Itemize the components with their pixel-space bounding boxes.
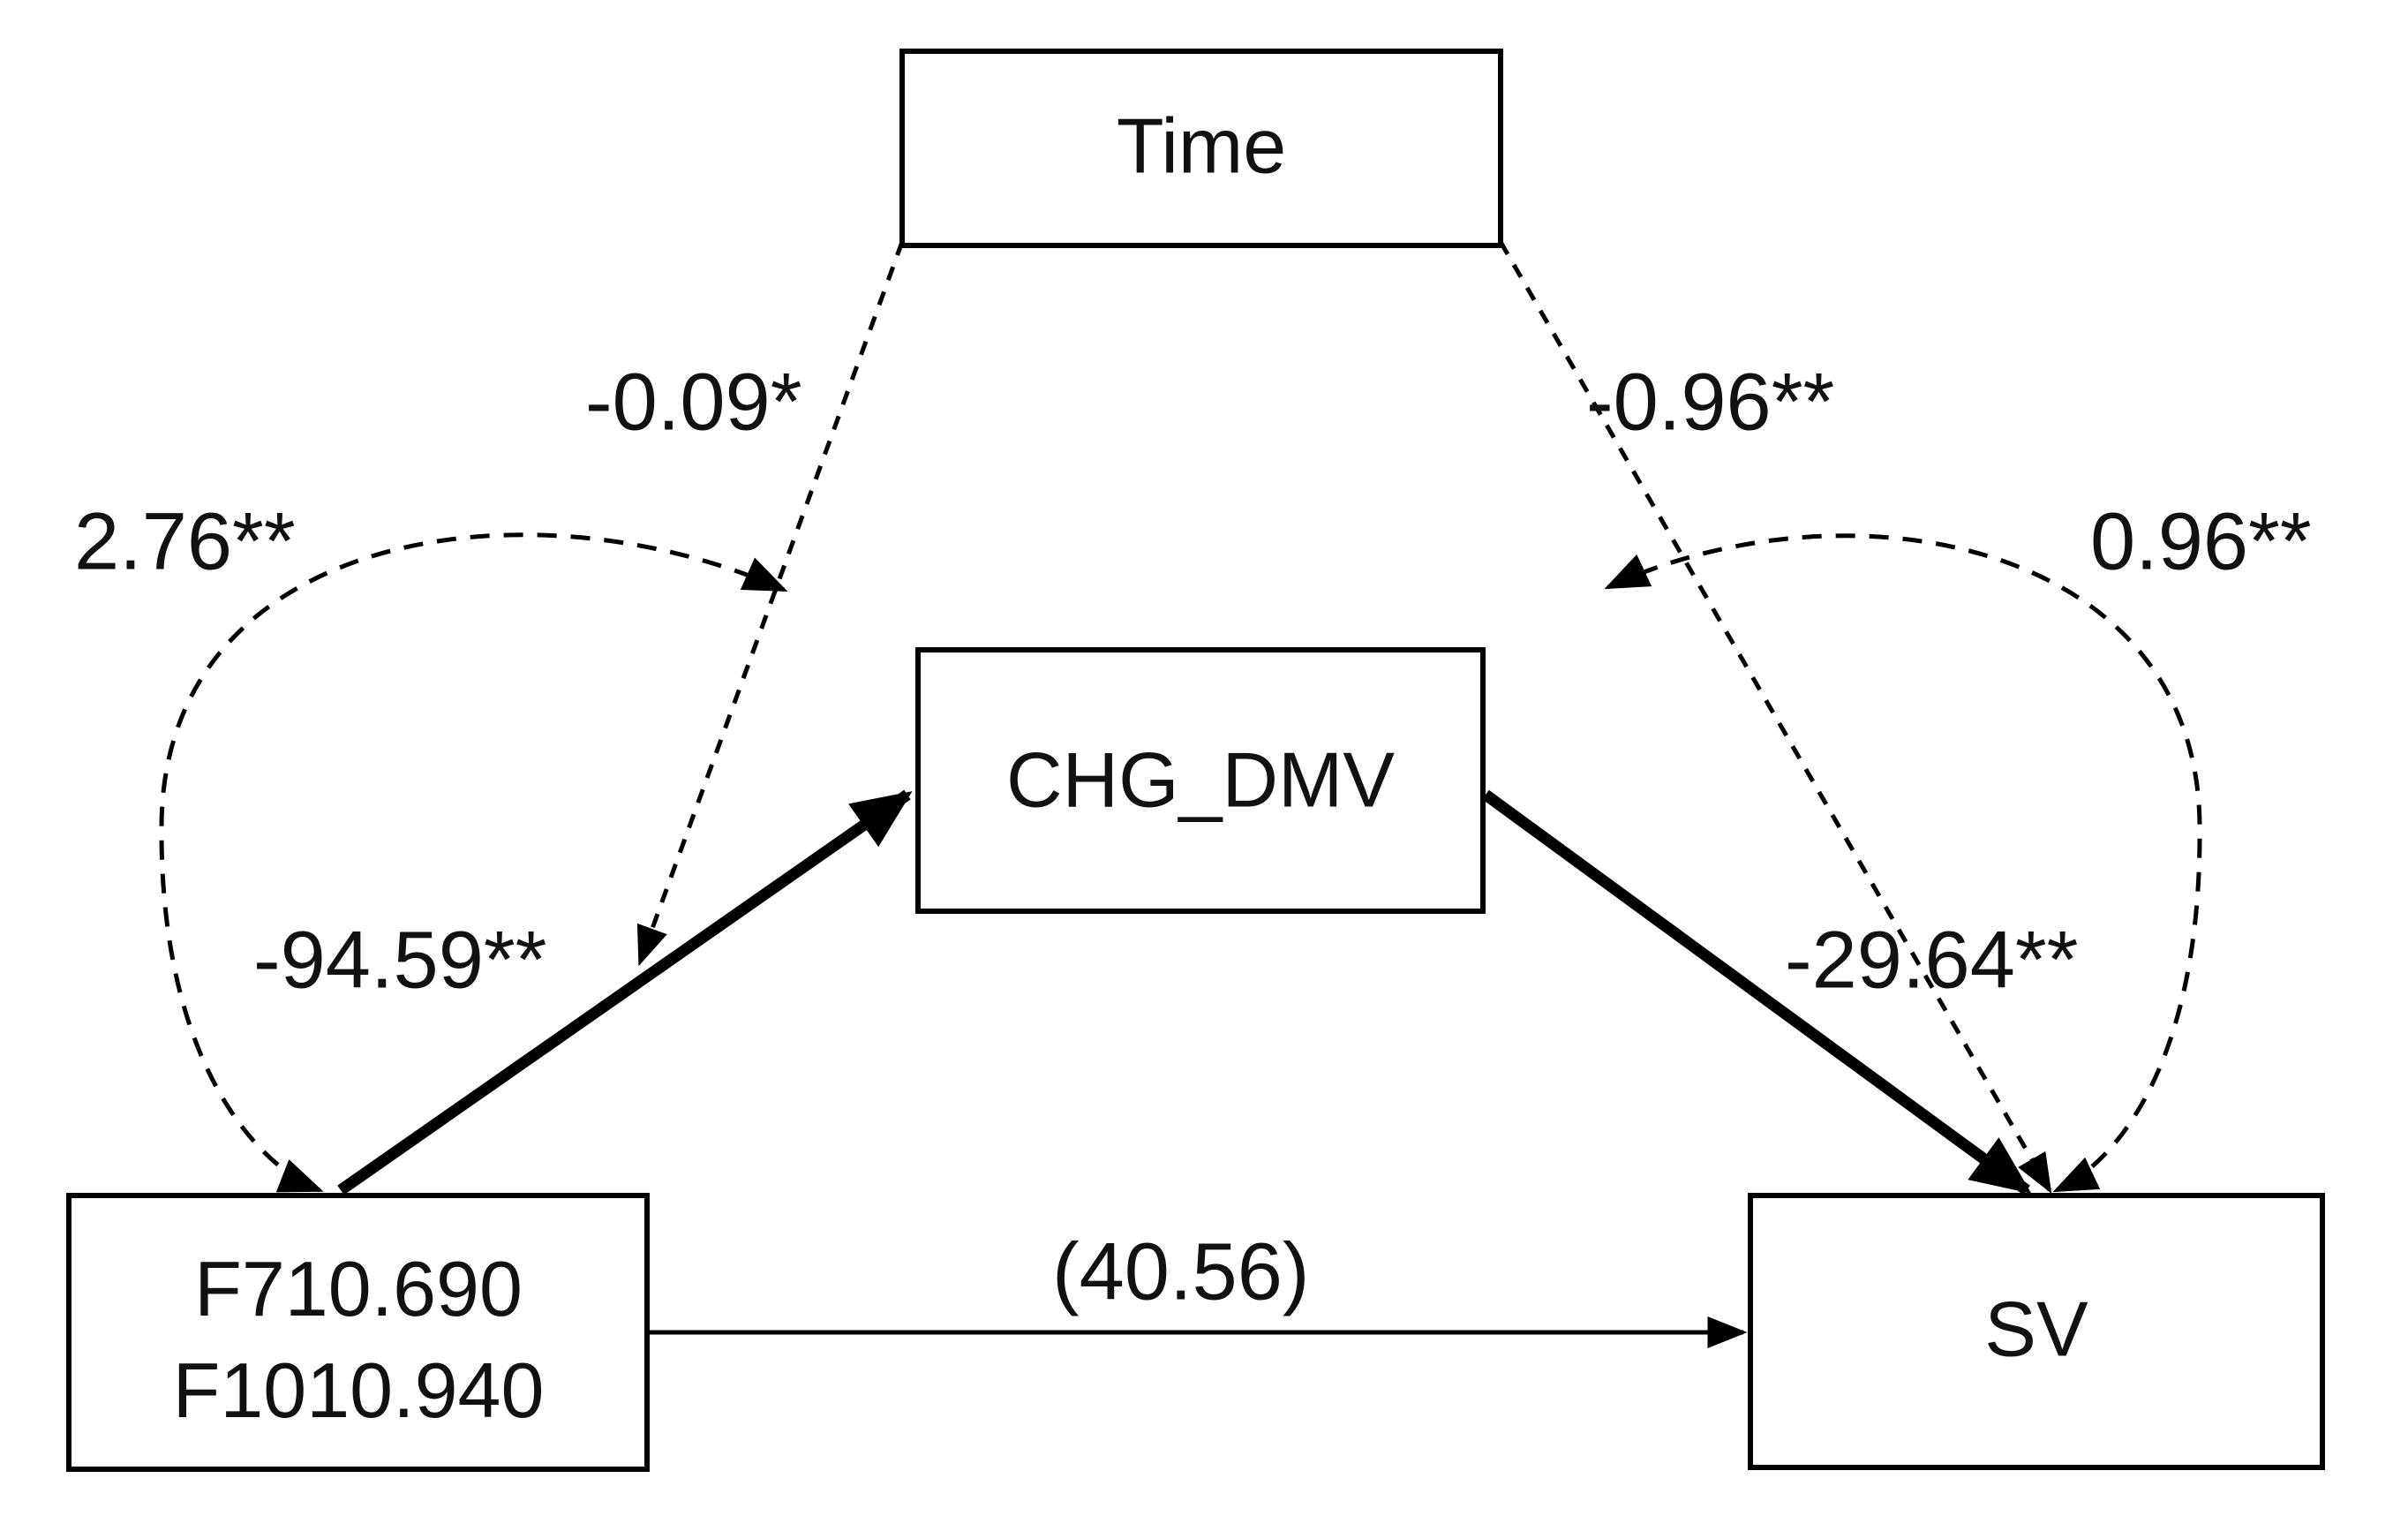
node-time[interactable]: Time (899, 49, 1503, 248)
edge-label-predictor-covariance: 2.76** (74, 496, 296, 586)
edge-chgdmv-to-sv[interactable] (1482, 789, 2032, 1195)
node-chg-dmv[interactable]: CHG_DMV (915, 647, 1486, 914)
edge-label-time-to-predictor: -0.09* (585, 357, 802, 447)
node-sv-label: SV (1984, 1285, 2088, 1372)
node-predictor-label-line2: F1010.940 (173, 1346, 545, 1434)
edge-label-sv-covariance: 0.96** (2090, 496, 2312, 586)
node-chg-dmv-box[interactable] (915, 647, 1486, 914)
node-time-box[interactable] (899, 49, 1503, 248)
node-predictor[interactable]: F710.690 F1010.940 (66, 1193, 650, 1472)
edge-label-time-to-sv: -0.96** (1586, 357, 1834, 447)
edge-time-to-predictor[interactable] (636, 241, 905, 967)
edge-predictor-to-chgdmv[interactable] (337, 789, 913, 1195)
edge-label-chgdmv-to-sv: -29.64** (1785, 915, 2078, 1005)
node-sv[interactable]: SV (1748, 1193, 2325, 1470)
node-sv-box[interactable] (1748, 1193, 2325, 1470)
node-time-label: Time (1117, 102, 1286, 189)
edge-sv-covariance[interactable] (1604, 533, 2202, 1193)
edge-label-predictor-to-sv: (40.56) (1052, 1226, 1310, 1316)
node-predictor-box[interactable] (66, 1193, 650, 1472)
edge-label-predictor-to-chgdmv: -94.59** (253, 915, 546, 1005)
node-predictor-label-line1: F710.690 (194, 1245, 523, 1332)
node-chg-dmv-label: CHG_DMV (1006, 735, 1395, 823)
